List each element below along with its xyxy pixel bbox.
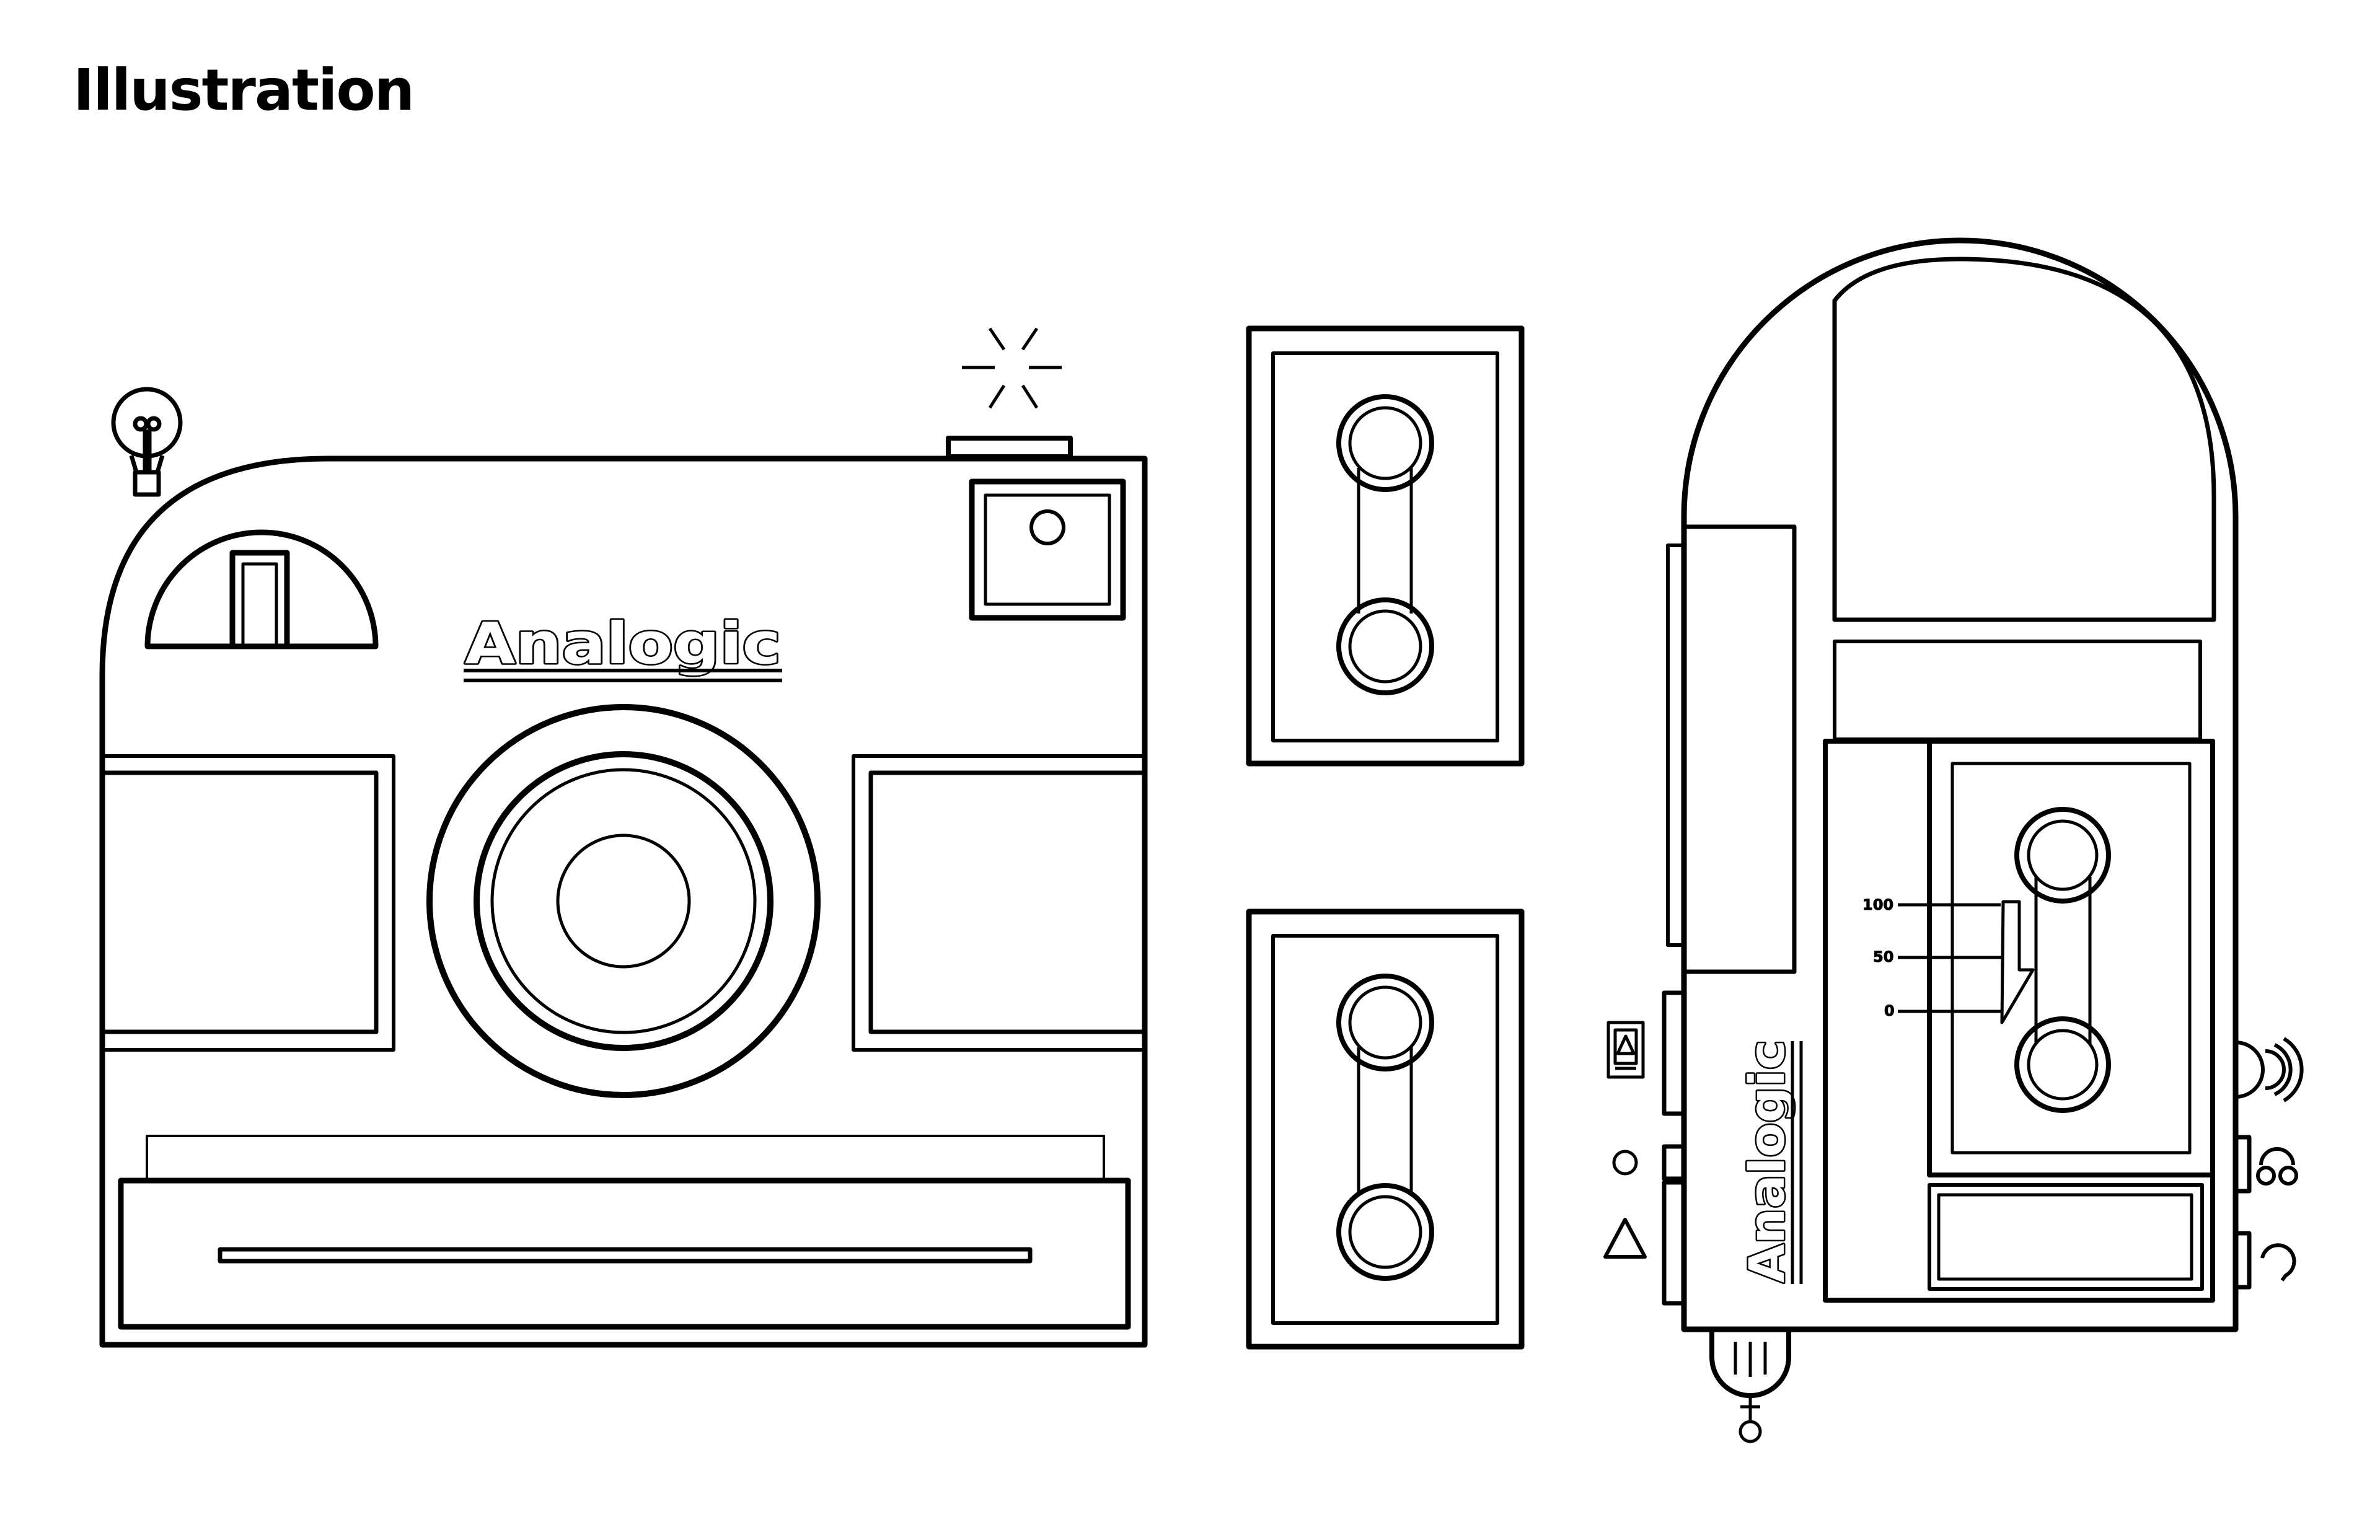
player-right-button-1 bbox=[2233, 1135, 2252, 1194]
flash-sparkle-icon bbox=[962, 327, 1062, 409]
cassette-player: 100 50 0 Analogic bbox=[1603, 237, 2304, 1443]
instant-camera: Analogic bbox=[99, 327, 1148, 1348]
player-dome-window bbox=[1832, 257, 2216, 622]
player-side-button-3 bbox=[1662, 1180, 1686, 1306]
gauge-label-0: 0 bbox=[1884, 1002, 1895, 1019]
cassette-bottom bbox=[1246, 909, 1525, 1350]
flash-window bbox=[969, 478, 1126, 621]
headphones-icon bbox=[2256, 1147, 2298, 1186]
player-left-block bbox=[1681, 524, 1797, 974]
player-deck bbox=[1823, 739, 2215, 1303]
player-brand-text: Analogic bbox=[1740, 1040, 1796, 1283]
antenna-icon bbox=[1709, 1327, 1791, 1443]
player-lower-panel bbox=[1928, 1183, 2204, 1291]
page-title: Illustration bbox=[73, 57, 415, 123]
ear-icon bbox=[2260, 1243, 2296, 1282]
photo-slot bbox=[218, 1247, 1033, 1264]
flash-tab bbox=[946, 436, 1073, 459]
gauge-label-50: 50 bbox=[1873, 948, 1893, 966]
player-body bbox=[1681, 237, 2239, 1332]
camera-brand-text: Analogic bbox=[465, 610, 781, 677]
player-side-button-1 bbox=[1662, 990, 1686, 1116]
photo-slot-tray bbox=[118, 1177, 1131, 1330]
cassette-top bbox=[1246, 325, 1525, 767]
player-display-panel bbox=[1833, 640, 2202, 741]
player-brand-logo: Analogic bbox=[1739, 1039, 1803, 1285]
record-icon bbox=[1612, 1150, 1638, 1176]
camera-right-panel bbox=[852, 754, 1145, 1052]
camera-left-panel bbox=[102, 754, 395, 1052]
player-tape bbox=[2014, 807, 2111, 1113]
viewfinder-window bbox=[144, 529, 379, 649]
photo-ejector-plate bbox=[146, 1135, 1105, 1182]
camera-lens bbox=[426, 704, 821, 1098]
camera-brand-logo: Analogic bbox=[464, 609, 783, 682]
player-right-button-2 bbox=[2233, 1231, 2252, 1290]
level-gauge: 100 50 0 bbox=[1862, 896, 2035, 1024]
player-side-button-2 bbox=[1662, 1144, 1686, 1181]
camera-body bbox=[99, 455, 1148, 1348]
gauge-label-100: 100 bbox=[1862, 896, 1893, 913]
lightbulb-icon bbox=[111, 387, 183, 497]
speaker-icon bbox=[2235, 1037, 2304, 1102]
play-icon bbox=[1603, 1218, 1647, 1259]
eject-icon bbox=[1606, 1021, 1645, 1079]
